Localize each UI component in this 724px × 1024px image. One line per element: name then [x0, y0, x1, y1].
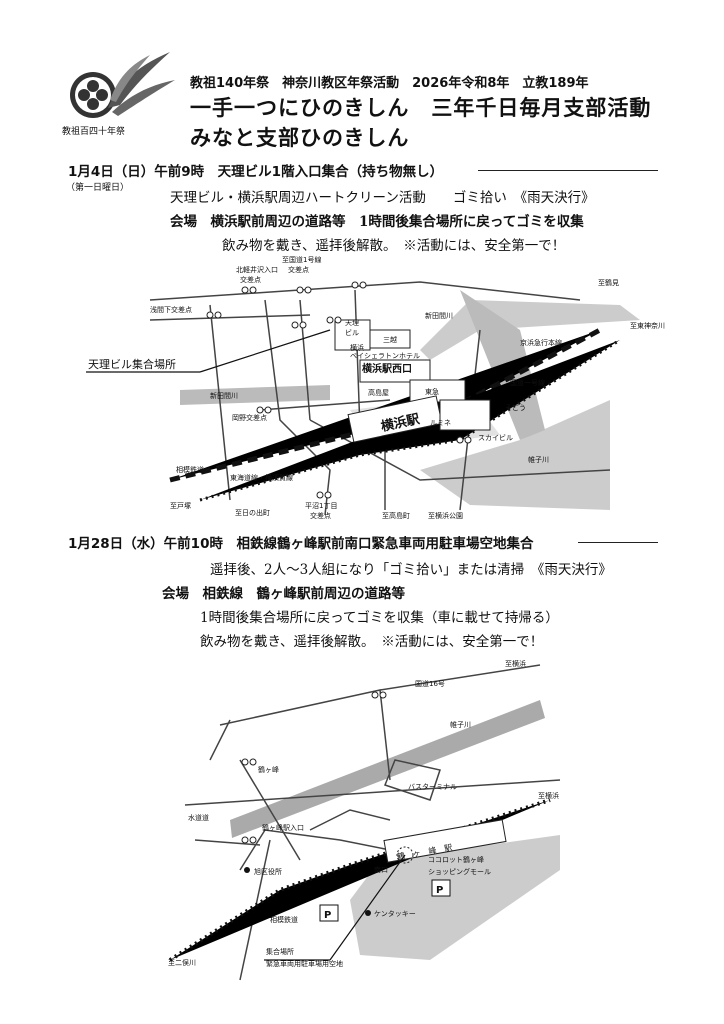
m2-parking-2: P — [436, 885, 443, 896]
m1-okano: 岡野交差点 — [232, 413, 267, 422]
m2-nimata: 至二俣川 — [168, 958, 196, 967]
m1-hira2: 交差点 — [310, 511, 331, 520]
event2-collect: 1時間後集合場所に戻ってゴミを収集（車に載せて持帰る） — [200, 610, 559, 626]
m1-higashi: 至東神奈川 — [630, 321, 665, 330]
m2-to-yokohama-top: 至横浜 — [505, 659, 526, 668]
m1-tenri2: ビル — [345, 328, 359, 337]
m2-tsurugamine: 鶴ヶ峰 — [258, 765, 279, 774]
m1-takacho: 至高島町 — [382, 511, 410, 520]
m1-sagami: 至日の出町 — [235, 508, 270, 517]
m1-hira1: 平沼1丁目 — [305, 501, 337, 510]
m1-kita2: 交差点 — [240, 275, 261, 284]
m1-shintama: 新田間川 — [425, 311, 453, 320]
event2-venue: 会場 相鉄線 鶴ヶ峰駅前周辺の道路等 — [162, 586, 405, 602]
event1-note: （第一日曜日） — [66, 183, 130, 193]
m1-bay2: ベイシェラトンホテル — [350, 352, 420, 360]
m1-tsurumi: 至鶴見 — [598, 278, 619, 287]
event1-rule — [478, 170, 658, 171]
m2-ward: 旭区役所 — [254, 867, 282, 876]
m1-katabira: 帷子川 — [528, 455, 549, 464]
m2-cocolot: ココロット鶴ヶ峰 — [428, 855, 484, 864]
m2-meeting: 集合場所 — [266, 947, 294, 956]
m2-parking-1: P — [324, 910, 331, 921]
m2-katabira: 帷子川 — [450, 720, 471, 729]
m1-keikyu: 京浜急行本線 — [520, 338, 562, 347]
event1-activity: 天理ビル・横浜駅周辺ハートクリーン活動 ゴミ拾い 《雨天決行》 — [170, 190, 595, 206]
event1-closing: 飲み物を戴き、遥拝後解散。 ※活動には、安全第一で！ — [222, 238, 566, 254]
m1-kai2: 交差点 — [288, 265, 309, 274]
event2-rule — [578, 542, 658, 543]
m2-south: 南口 — [374, 865, 388, 874]
m1-sky: スカイビル — [478, 433, 513, 442]
m1-sogo: そごう — [505, 403, 526, 412]
m1-takapark: 至横浜公園 — [428, 511, 463, 520]
m1-totsuka: 至戸塚 — [170, 501, 191, 510]
m1-kita1: 北軽井沢入口 — [236, 265, 278, 274]
m2-sotetsu: 相模鉄道 — [270, 915, 298, 924]
event2-closing: 飲み物を戴き、遥拝後解散。 ※活動には、安全第一で！ — [200, 634, 544, 650]
m1-kai1: 至国道1号線 — [282, 255, 321, 264]
event1-venue: 会場 横浜駅前周辺の道路等 1時間後集合場所に戻ってゴミを収集 — [170, 214, 584, 230]
m1-meeting-label: 天理ビル集合場所 — [88, 357, 176, 371]
m1-tokaido: 東海道線・横須賀線 — [230, 473, 293, 482]
m2-route16: 国道16号 — [415, 679, 445, 688]
page-subtitle: みなと支部ひのきしん — [190, 125, 410, 150]
m2-kentucky: ケンタッキー — [374, 909, 416, 918]
event1-date: 1月4日（日）午前9時 天理ビル1階入口集合（持ち物無し） — [68, 164, 444, 180]
m2-meeting2: 緊急車両用駐車場用空地 — [266, 959, 343, 968]
m2-cocolot2: ショッピングモール — [428, 867, 491, 876]
m2-to-yokohama-right: 至横浜 — [538, 791, 559, 800]
m1-shintama2: 新田間川 — [210, 391, 238, 400]
m1-sotetsu: 相模鉄道 — [176, 465, 204, 474]
m1-tokyu: 東急 — [425, 387, 439, 396]
m1-tenri1: 天理 — [345, 319, 359, 327]
m2-suidou: 水道道 — [188, 813, 209, 822]
m1-mitsukoshi: 三越 — [383, 335, 397, 344]
event2-date: 1月28日（水）午前10時 相鉄線鶴ヶ峰駅前南口緊急車両用駐車場空地集合 — [68, 536, 534, 552]
m1-bay1: 横浜 — [350, 343, 364, 352]
m1-lumine: ルミネ — [430, 419, 451, 427]
page-title: 一手一つにひのきしん 三年千日毎月支部活動 — [190, 95, 652, 120]
m2-bus: バスターミナル — [408, 782, 457, 791]
header-subtitle: 教祖140年祭 神奈川教区年祭活動 2026年令和8年 立教189年 — [190, 76, 589, 91]
m1-asama: 浅間下交差点 — [150, 305, 192, 314]
m1-kokudo: 国道一号線 — [510, 378, 545, 387]
m1-takashimaya: 高島屋 — [368, 388, 389, 397]
m2-entrance: 鶴ヶ峰駅入口 — [262, 823, 304, 832]
m1-west: 横浜駅西口 — [362, 362, 412, 375]
logo-caption: 教祖百四十年祭 — [62, 127, 126, 137]
event2-activity: 遥拝後、2人〜3人組になり「ゴミ拾い」または清掃 《雨天決行》 — [210, 562, 612, 578]
